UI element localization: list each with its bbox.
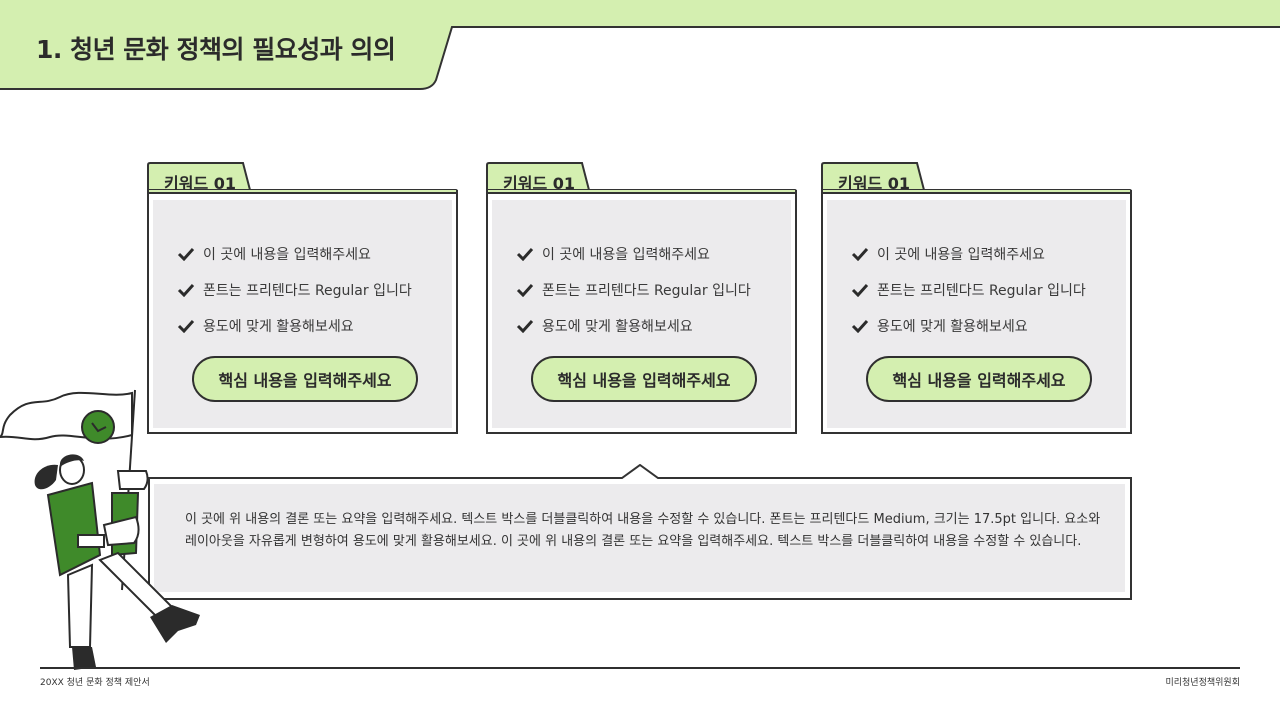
card-inner-panel: 이 곳에 내용을 입력해주세요 폰트는 프리텐다드 Regular 입니다 용도…: [492, 200, 791, 428]
key-point-pill: 핵심 내용을 입력해주세요: [531, 356, 757, 402]
checklist: 이 곳에 내용을 입력해주세요 폰트는 프리텐다드 Regular 입니다 용도…: [516, 236, 751, 344]
card-tab-label: 키워드 01: [838, 174, 910, 193]
key-point-pill: 핵심 내용을 입력해주세요: [866, 356, 1092, 402]
footer-document-title: 20XX 청년 문화 정책 제안서: [40, 678, 150, 688]
card-tab-label: 키워드 01: [503, 174, 575, 193]
checklist: 이 곳에 내용을 입력해주세요 폰트는 프리텐다드 Regular 입니다 용도…: [851, 236, 1086, 344]
check-icon: [851, 319, 869, 333]
footer-organization: 미리청년정책위원회: [1165, 678, 1240, 688]
checklist-item-text: 용도에 맞게 활용해보세요: [203, 319, 354, 335]
card-stripe: [149, 190, 456, 194]
header-banner: [0, 0, 1280, 90]
checklist-item: 용도에 맞게 활용해보세요: [516, 308, 751, 344]
summary-text: 이 곳에 위 내용의 결론 또는 요약을 입력해주세요. 텍스트 박스를 더블클…: [185, 512, 1101, 549]
summary-box: 이 곳에 위 내용의 결론 또는 요약을 입력해주세요. 텍스트 박스를 더블클…: [148, 464, 1133, 600]
checklist-item-text: 폰트는 프리텐다드 Regular 입니다: [877, 283, 1086, 299]
checklist-item: 폰트는 프리텐다드 Regular 입니다: [177, 272, 412, 308]
card-body: 이 곳에 내용을 입력해주세요 폰트는 프리텐다드 Regular 입니다 용도…: [821, 190, 1132, 434]
checklist-item: 이 곳에 내용을 입력해주세요: [177, 236, 412, 272]
checklist-item: 용도에 맞게 활용해보세요: [851, 308, 1086, 344]
card-inner-panel: 이 곳에 내용을 입력해주세요 폰트는 프리텐다드 Regular 입니다 용도…: [153, 200, 452, 428]
person-with-flag-illustration: [0, 389, 200, 670]
card-body: 이 곳에 내용을 입력해주세요 폰트는 프리텐다드 Regular 입니다 용도…: [486, 190, 797, 434]
checklist-item-text: 용도에 맞게 활용해보세요: [877, 319, 1028, 335]
checklist-item-text: 폰트는 프리텐다드 Regular 입니다: [203, 283, 412, 299]
check-icon: [851, 283, 869, 297]
checklist: 이 곳에 내용을 입력해주세요 폰트는 프리텐다드 Regular 입니다 용도…: [177, 236, 412, 344]
keyword-card-3: 키워드 01 이 곳에 내용을 입력해주세요 폰트는 프리텐다드 Regular…: [821, 162, 1132, 434]
checklist-item: 이 곳에 내용을 입력해주세요: [851, 236, 1086, 272]
check-icon: [177, 283, 195, 297]
check-icon: [177, 247, 195, 261]
summary-inner-panel: [154, 484, 1125, 592]
checklist-item-text: 이 곳에 내용을 입력해주세요: [203, 247, 371, 263]
key-point-pill: 핵심 내용을 입력해주세요: [192, 356, 418, 402]
card-stripe: [488, 190, 795, 194]
checklist-item: 용도에 맞게 활용해보세요: [177, 308, 412, 344]
checklist-item-text: 이 곳에 내용을 입력해주세요: [542, 247, 710, 263]
footer-divider: [40, 667, 1240, 669]
card-tab-label: 키워드 01: [164, 174, 236, 193]
card-inner-panel: 이 곳에 내용을 입력해주세요 폰트는 프리텐다드 Regular 입니다 용도…: [827, 200, 1126, 428]
checklist-item: 이 곳에 내용을 입력해주세요: [516, 236, 751, 272]
check-icon: [177, 319, 195, 333]
check-icon: [516, 247, 534, 261]
checklist-item-text: 용도에 맞게 활용해보세요: [542, 319, 693, 335]
keyword-card-1: 키워드 01 이 곳에 내용을 입력해주세요 폰트는 프리텐다드 Regular…: [147, 162, 458, 434]
check-icon: [851, 247, 869, 261]
page-title: 1. 청년 문화 정책의 필요성과 의의: [36, 35, 396, 64]
card-body: 이 곳에 내용을 입력해주세요 폰트는 프리텐다드 Regular 입니다 용도…: [147, 190, 458, 434]
checklist-item: 폰트는 프리텐다드 Regular 입니다: [851, 272, 1086, 308]
check-icon: [516, 283, 534, 297]
card-stripe: [823, 190, 1130, 194]
keyword-card-2: 키워드 01 이 곳에 내용을 입력해주세요 폰트는 프리텐다드 Regular…: [486, 162, 797, 434]
check-icon: [516, 319, 534, 333]
checklist-item-text: 이 곳에 내용을 입력해주세요: [877, 247, 1045, 263]
checklist-item: 폰트는 프리텐다드 Regular 입니다: [516, 272, 751, 308]
checklist-item-text: 폰트는 프리텐다드 Regular 입니다: [542, 283, 751, 299]
